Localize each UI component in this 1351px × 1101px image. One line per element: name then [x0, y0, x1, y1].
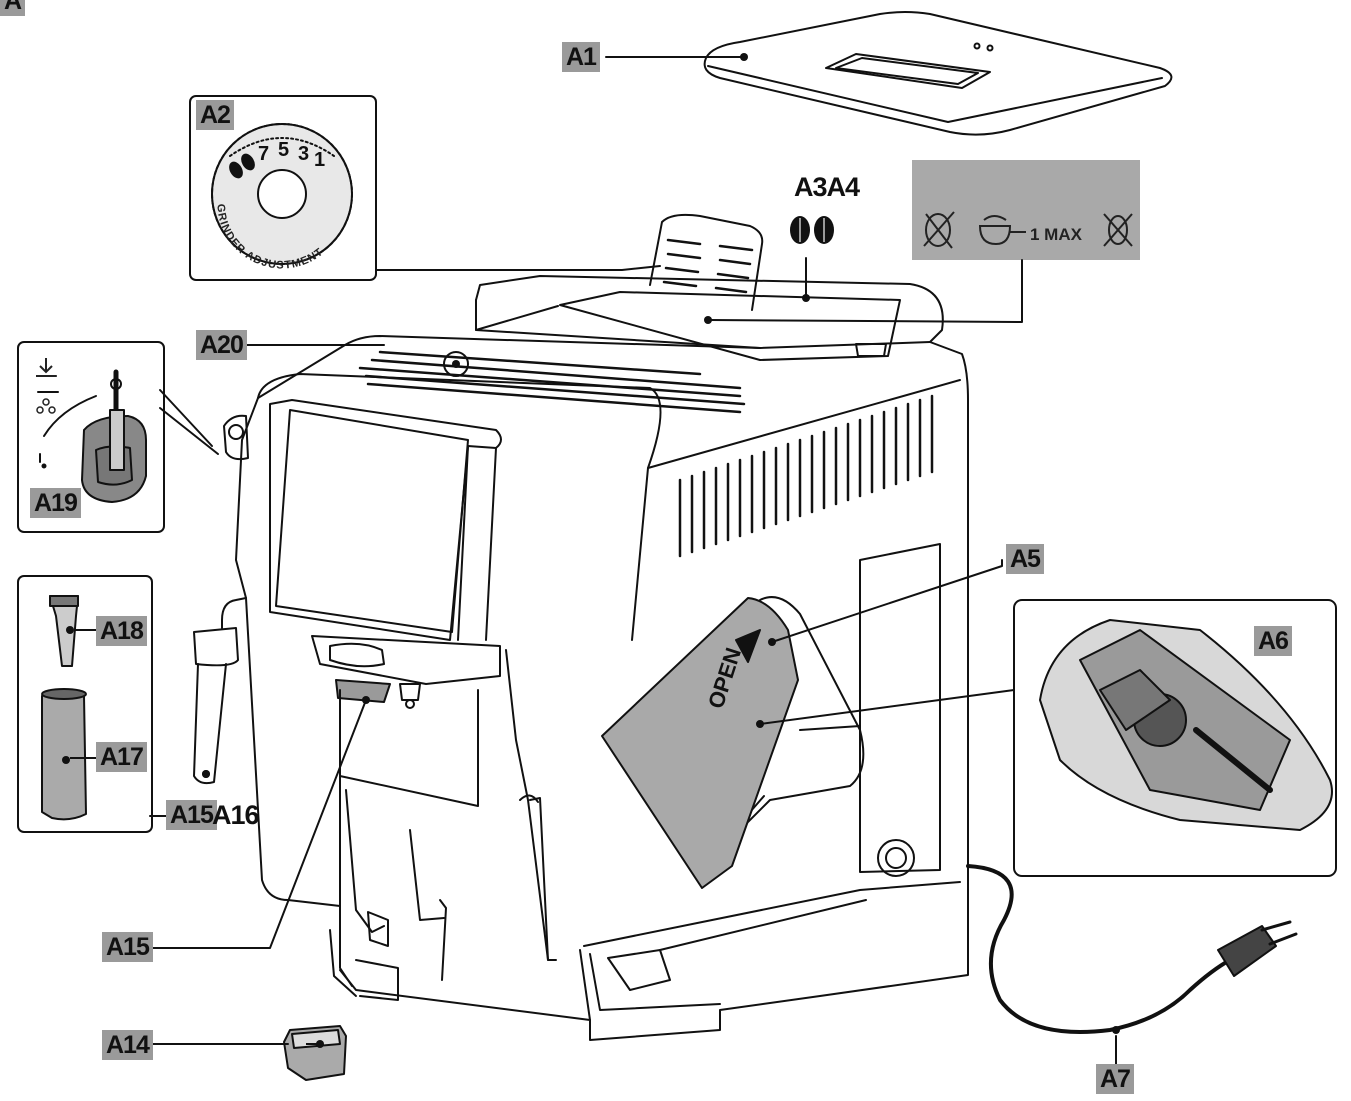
water-drops-icon: [36, 398, 56, 414]
coffee-beans-icon: [790, 216, 834, 244]
machine-body: [193, 213, 969, 1041]
steam-icon: [36, 358, 56, 377]
label-a15-combo: A15: [166, 800, 217, 830]
no-ground-coffee-icon: [1103, 213, 1133, 247]
leader-dots: [62, 53, 1120, 1048]
label-a2: A2: [196, 100, 234, 130]
label-a3a4: A3A4: [794, 172, 860, 202]
label-a17: A17: [96, 742, 147, 772]
label-a14: A14: [102, 1030, 153, 1060]
label-a7: A7: [1096, 1064, 1134, 1094]
dial-number-3: 3: [298, 143, 309, 165]
leader-lines: [147, 56, 1117, 1067]
dial-number-7: 7: [258, 143, 269, 165]
label-a5: A5: [1006, 544, 1044, 574]
one-max-text: 1 MAX: [1030, 225, 1083, 244]
label-a16: A16: [212, 800, 260, 830]
coffee-bean-icon: [229, 153, 255, 179]
label-a18: A18: [96, 616, 147, 646]
figure-label: A: [0, 0, 26, 16]
label-a15: A15: [102, 932, 153, 962]
dial-number-5: 5: [278, 139, 289, 161]
measuring-scoop-icon: [978, 215, 1026, 246]
bean-container-lid: [703, 11, 1173, 136]
label-a1: A1: [562, 42, 600, 72]
dial-number-1: 1: [314, 149, 325, 171]
label-a6: A6: [1254, 626, 1292, 656]
no-beans-icon: [923, 211, 955, 249]
label-a20: A20: [196, 330, 247, 360]
label-a19: A19: [30, 488, 81, 518]
grinder-dial-numbers: 7 5 3 1: [258, 139, 325, 171]
